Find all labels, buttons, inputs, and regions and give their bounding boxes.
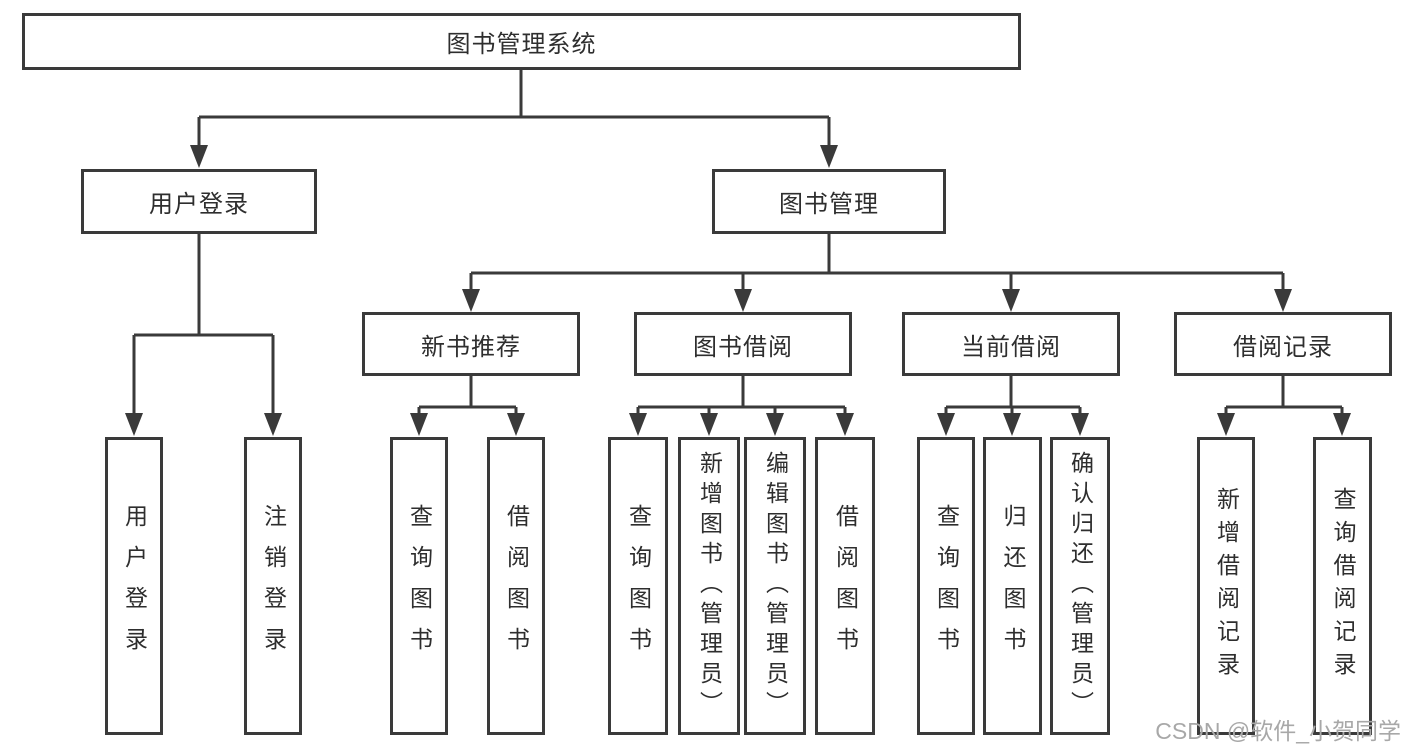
leaf-recommend-borrow-books: 借阅图书: [487, 437, 545, 735]
leaf-user-login: 用户登录: [105, 437, 163, 735]
leaf-query-borrow-record-label: 查询借阅记录: [1330, 487, 1356, 685]
leaf-borrow-query-books-label: 查询图书: [625, 504, 652, 668]
leaf-current-query-books: 查询图书: [917, 437, 975, 735]
node-book-borrow: 图书借阅: [634, 312, 852, 376]
node-current-borrow-label: 当前借阅: [961, 333, 1061, 361]
leaf-edit-books-admin-label: 编辑图书（管理员）: [762, 451, 789, 721]
leaf-add-borrow-record: 新增借阅记录: [1197, 437, 1255, 735]
leaf-confirm-return-admin-label: 确认归还（管理员）: [1067, 451, 1094, 721]
arrowheads: [125, 145, 1351, 436]
leaf-logout: 注销登录: [244, 437, 302, 735]
node-current-borrow: 当前借阅: [902, 312, 1120, 376]
leaf-borrow-query-books: 查询图书: [608, 437, 668, 735]
leaf-add-books-admin: 新增图书（管理员）: [678, 437, 740, 735]
leaf-recommend-borrow-books-label: 借阅图书: [503, 504, 530, 668]
node-root-label: 图书管理系统: [446, 31, 597, 58]
leaf-add-borrow-record-label: 新增借阅记录: [1213, 487, 1240, 685]
leaf-borrow-books-label: 借阅图书: [832, 504, 859, 668]
watermark: CSDN @软件_小贺同学: [1155, 718, 1401, 744]
leaf-borrow-books: 借阅图书: [815, 437, 875, 735]
node-book-borrow-label: 图书借阅: [693, 333, 793, 361]
leaf-current-query-books-label: 查询图书: [933, 504, 960, 668]
leaf-recommend-query-books: 查询图书: [390, 437, 448, 735]
node-user-login: 用户登录: [81, 169, 317, 234]
node-book-management: 图书管理: [712, 169, 946, 234]
leaf-add-books-admin-label: 新增图书（管理员）: [696, 451, 723, 721]
node-user-login-label: 用户登录: [149, 191, 249, 218]
node-root: 图书管理系统: [22, 13, 1021, 70]
leaf-logout-label: 注销登录: [260, 504, 287, 668]
node-borrow-records: 借阅记录: [1174, 312, 1392, 376]
leaf-query-borrow-record: 查询借阅记录: [1313, 437, 1372, 735]
leaf-recommend-query-books-label: 查询图书: [406, 504, 433, 668]
leaf-user-login-label: 用户登录: [121, 504, 148, 668]
leaf-edit-books-admin: 编辑图书（管理员）: [744, 437, 806, 735]
leaf-return-books: 归还图书: [983, 437, 1042, 735]
node-new-book-recommend-label: 新书推荐: [421, 333, 521, 361]
node-book-management-label: 图书管理: [779, 191, 879, 218]
leaf-return-books-label: 归还图书: [1000, 504, 1026, 668]
node-borrow-records-label: 借阅记录: [1233, 333, 1333, 361]
node-new-book-recommend: 新书推荐: [362, 312, 580, 376]
leaf-confirm-return-admin: 确认归还（管理员）: [1050, 437, 1110, 735]
